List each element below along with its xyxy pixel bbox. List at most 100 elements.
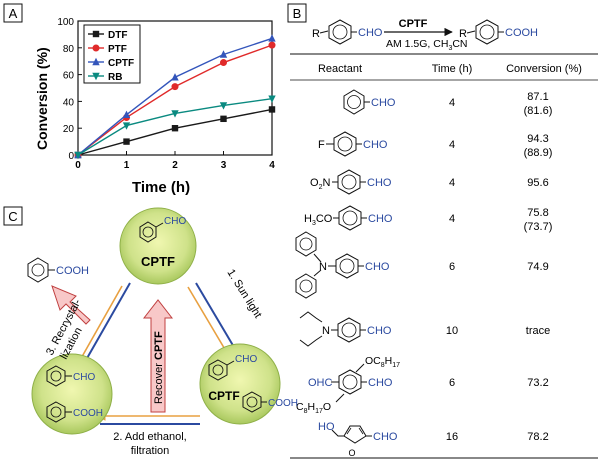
row-conversion: trace	[526, 325, 550, 337]
node-top-catalyst: CPTF	[141, 254, 175, 269]
recover-arrow: Recover CPTF	[142, 299, 174, 413]
svg-text:C8H17O: C8H17O	[296, 401, 331, 415]
svg-text:CHO: CHO	[373, 431, 398, 443]
svg-text:F: F	[318, 139, 325, 151]
svg-text:N: N	[322, 325, 330, 337]
node-right-cooh: COOH	[268, 398, 298, 409]
product-cooh: COOH	[56, 265, 89, 277]
row-time: 4	[449, 139, 455, 151]
y-tick-label: 40	[63, 97, 75, 108]
svg-text:CHO: CHO	[365, 261, 390, 273]
legend-label-dtf: DTF	[108, 30, 127, 41]
row-time: 4	[449, 213, 455, 225]
svg-text:HO: HO	[318, 421, 335, 433]
x-axis-label: Time (h)	[132, 179, 190, 196]
row-conversion-isolated: (81.6)	[524, 105, 553, 117]
chart-series	[74, 34, 276, 160]
row-conversion-isolated: (88.9)	[524, 147, 553, 159]
row-time: 6	[449, 377, 455, 389]
data-point-dtf	[123, 138, 130, 145]
x-tick-label: 2	[172, 160, 178, 171]
row-conversion: 94.3	[527, 133, 548, 145]
hydroxymethylfurfural-structure-icon: HO O CHO	[318, 421, 398, 458]
legend-label-cptf: CPTF	[108, 58, 134, 69]
benzaldehyde-structure-icon: CHO	[343, 89, 396, 115]
recover-label: Recover CPTF	[153, 331, 165, 404]
row-time: 4	[449, 97, 455, 109]
reaction-cho-label: CHO	[358, 27, 383, 39]
legend-marker	[92, 72, 100, 81]
reaction-catalyst: CPTF	[399, 18, 428, 30]
data-point-cptf	[122, 110, 131, 118]
row-conversion-isolated: (73.7)	[524, 221, 553, 233]
y-tick-label: 100	[57, 17, 74, 28]
table-row: F CHO 4 94.3 (88.9)	[318, 131, 553, 159]
cycle-node-left: CHO COOH	[31, 353, 113, 435]
y-tick-label: 20	[63, 124, 75, 135]
fluorobenzaldehyde-structure-icon: F CHO	[318, 131, 388, 157]
diethylaminobenzaldehyde-structure-icon: N CHO	[299, 311, 392, 347]
y-axis-label: Conversion (%)	[34, 47, 50, 150]
step-1-label: 1. Sun light	[224, 267, 263, 320]
svg-text:O2N: O2N	[310, 177, 330, 191]
data-point-dtf	[171, 125, 179, 132]
product-benzoic-acid-icon: COOH	[27, 257, 89, 283]
reaction-scheme: R CHO CPTF AM 1.5G, CH3CN R COOH	[312, 18, 538, 52]
legend-label-ptf: PTF	[108, 44, 127, 55]
svg-text:N: N	[319, 261, 327, 273]
table-header-time: Time (h)	[432, 63, 473, 75]
reaction-conditions: AM 1.5G, CH3CN	[386, 38, 468, 52]
row-conversion: 78.2	[527, 431, 548, 443]
benzene-ring-icon	[475, 19, 499, 45]
legend-marker	[92, 57, 100, 66]
legend-marker	[92, 44, 100, 52]
svg-text:O: O	[348, 448, 355, 458]
table-row: CHO 4 87.1 (81.6)	[343, 89, 553, 117]
panel-b: B R CHO CPTF AM 1.5G, CH3CN R COOH	[287, 3, 598, 459]
svg-text:OC8H17: OC8H17	[365, 355, 400, 369]
row-conversion: 87.1	[527, 91, 548, 103]
table-header-conversion: Conversion (%)	[506, 63, 582, 75]
cycle-node-top: CHO CPTF	[119, 207, 197, 285]
cycle-node-right: CHO CPTF COOH	[199, 343, 298, 425]
data-point-cptf	[268, 34, 276, 42]
node-left-cho: CHO	[73, 372, 95, 383]
row-time: 6	[449, 261, 455, 273]
data-point-dtf	[220, 115, 227, 123]
x-tick-label: 1	[124, 160, 130, 171]
chart-legend: DTF PTF CPTF RB	[83, 24, 141, 84]
reaction-r-right: R	[459, 28, 467, 40]
data-point-dtf	[268, 106, 276, 113]
svg-text:CHO: CHO	[368, 213, 393, 225]
row-time: 4	[449, 177, 455, 189]
legend-label-rb: RB	[108, 72, 122, 83]
step-2-label-line2: filtration	[131, 445, 170, 457]
nitrobenzaldehyde-structure-icon: O2N CHO	[310, 169, 392, 195]
svg-text:OHC: OHC	[308, 377, 333, 389]
svg-text:CHO: CHO	[368, 377, 393, 389]
svg-text:CHO: CHO	[371, 97, 396, 109]
table-row: N CHO 6 74.9	[295, 231, 549, 299]
node-right-cho: CHO	[235, 354, 257, 365]
row-conversion: 73.2	[527, 377, 548, 389]
data-point-cptf	[219, 50, 228, 58]
panel-b-label: B	[293, 6, 302, 21]
row-conversion: 95.6	[527, 177, 548, 189]
benzene-ring-icon	[328, 19, 352, 45]
methoxybenzaldehyde-structure-icon: H3CO CHO	[304, 205, 393, 231]
data-point-rb	[122, 122, 131, 130]
table-row: N CHO 10 trace	[299, 311, 550, 347]
reaction-cooh-label: COOH	[505, 27, 538, 39]
legend-marker	[92, 30, 100, 38]
data-point-rb	[268, 95, 276, 103]
panel-c-label: C	[8, 209, 17, 224]
svg-text:CHO: CHO	[363, 139, 388, 151]
x-tick-label: 4	[269, 160, 275, 171]
data-point-ptf	[268, 41, 276, 49]
svg-text:H3CO: H3CO	[304, 213, 333, 227]
x-tick-label: 0	[75, 160, 81, 171]
row-time: 10	[446, 325, 458, 337]
